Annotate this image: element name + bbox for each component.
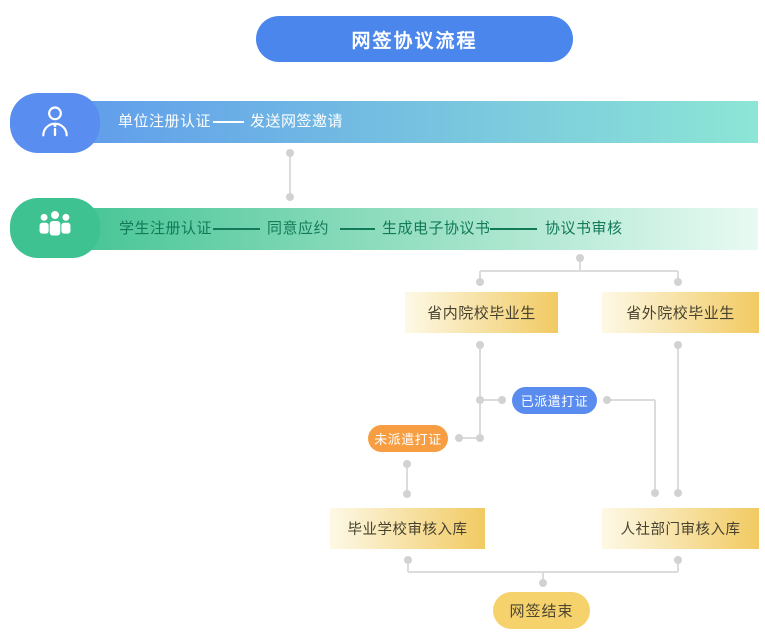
node-hr-review: 人社部门审核入库	[602, 508, 759, 549]
step-dash	[490, 228, 537, 230]
unit-process-bar	[55, 101, 758, 143]
group-icon	[35, 209, 75, 247]
node-in-province-graduates: 省内院校毕业生	[405, 292, 558, 333]
node-end: 网签结束	[493, 592, 590, 629]
step-agreement-review: 协议书审核	[545, 220, 623, 237]
node-out-province-graduates: 省外院校毕业生	[602, 292, 759, 333]
person-icon	[37, 103, 73, 144]
page-title: 网签协议流程	[256, 16, 573, 62]
student-tab	[10, 198, 100, 258]
step-generate-agreement: 生成电子协议书	[382, 220, 491, 237]
status-dispatched-pill: 已派遣打证	[512, 387, 597, 414]
step-student-register: 学生注册认证	[119, 220, 213, 237]
step-dash	[213, 228, 260, 230]
step-dash	[213, 121, 244, 123]
step-unit-register: 单位注册认证	[118, 113, 212, 130]
status-not-dispatched-pill: 未派遣打证	[368, 425, 448, 452]
step-dash	[340, 228, 375, 230]
unit-tab	[10, 93, 100, 153]
step-send-invite: 发送网签邀请	[250, 113, 344, 130]
step-accept-offer: 同意应约	[267, 220, 330, 237]
node-school-review: 毕业学校审核入库	[330, 508, 485, 549]
student-process-bar	[55, 208, 758, 250]
